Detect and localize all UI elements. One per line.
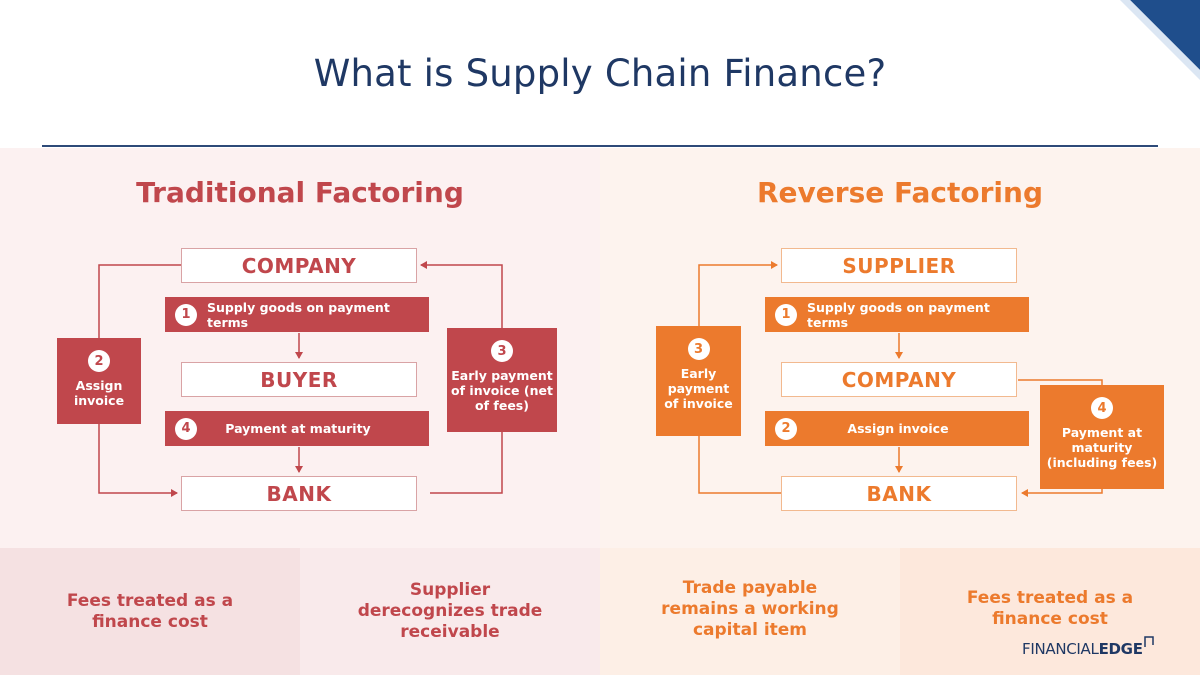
step-label: Supply goods on payment terms (807, 299, 990, 330)
step-label: Assign invoice (847, 421, 949, 436)
takeaway-line: Fees treated as a (966, 588, 1134, 608)
logo-part: EDGE (1098, 640, 1143, 658)
rev-step-1: 1 Supply goods on payment terms (765, 297, 1029, 332)
title-divider (42, 145, 1158, 147)
rev-entity-company: COMPANY (781, 362, 1017, 397)
step-label-line: Early payment (451, 368, 553, 383)
corner-decoration (1120, 0, 1200, 80)
step-label-line: maturity (1071, 440, 1133, 455)
trad-step-4: 4 Payment at maturity (165, 411, 429, 446)
rev-step-2: 2 Assign invoice (765, 411, 1029, 446)
step-label: Payment at maturity (225, 421, 371, 436)
takeaway-line: Supplier (409, 580, 491, 600)
rev-step-3: 3 Early payment of invoice (656, 326, 741, 436)
step-label: Supply goods on payment terms (207, 299, 390, 330)
step-number-badge: 1 (775, 303, 797, 326)
takeaway-line: Fees treated as a (66, 590, 234, 611)
step-number-badge: 4 (175, 417, 197, 440)
financial-edge-logo: FINANCIALEDGE (1022, 636, 1154, 658)
step-label-line: Early (680, 366, 717, 381)
step-number-badge: 3 (491, 340, 513, 362)
trad-step-3: 3 Early payment of invoice (net of fees) (447, 328, 557, 432)
step-label-line: payment (667, 381, 730, 396)
page-title: What is Supply Chain Finance? (313, 52, 887, 95)
reverse-heading: Reverse Factoring (757, 176, 1043, 209)
rev-entity-bank: BANK (781, 476, 1017, 511)
trad-step-2: 2 Assign invoice (57, 338, 141, 424)
takeaway-line: remains a working (661, 599, 839, 619)
takeaway-line: finance cost (92, 611, 208, 632)
takeaway-line: receivable (400, 622, 500, 642)
step-label-line: (including fees) (1046, 455, 1158, 470)
step-number-badge: 2 (775, 417, 797, 440)
step-number-badge: 4 (1091, 397, 1113, 419)
traditional-heading: Traditional Factoring (136, 176, 464, 209)
step-number-badge: 3 (687, 338, 710, 360)
step-label-line: Payment at (1061, 425, 1143, 440)
step-label-line: invoice (73, 393, 125, 408)
step-label-line: Assign (75, 378, 123, 393)
trad-entity-buyer: BUYER (181, 362, 417, 397)
step-label-line: of fees) (475, 398, 529, 413)
step-number-badge: 2 (88, 350, 110, 372)
trad-step-1: 1 Supply goods on payment terms (165, 297, 429, 332)
rev-step-4: 4 Payment at maturity (including fees) (1040, 385, 1164, 489)
takeaway-line: derecognizes trade (357, 601, 543, 621)
takeaway-line: capital item (692, 620, 808, 640)
logo-mark-icon (1143, 636, 1154, 647)
takeaway-line: Trade payable (682, 578, 818, 598)
logo-part: FINANCIAL (1022, 640, 1099, 658)
step-label-line: of invoice (664, 396, 733, 411)
takeaway-line: finance cost (992, 609, 1108, 629)
step-label-line: of invoice (net (451, 383, 553, 398)
rev-entity-supplier: SUPPLIER (781, 248, 1017, 283)
trad-entity-company: COMPANY (181, 248, 417, 283)
step-number-badge: 1 (175, 303, 197, 326)
trad-entity-bank: BANK (181, 476, 417, 511)
